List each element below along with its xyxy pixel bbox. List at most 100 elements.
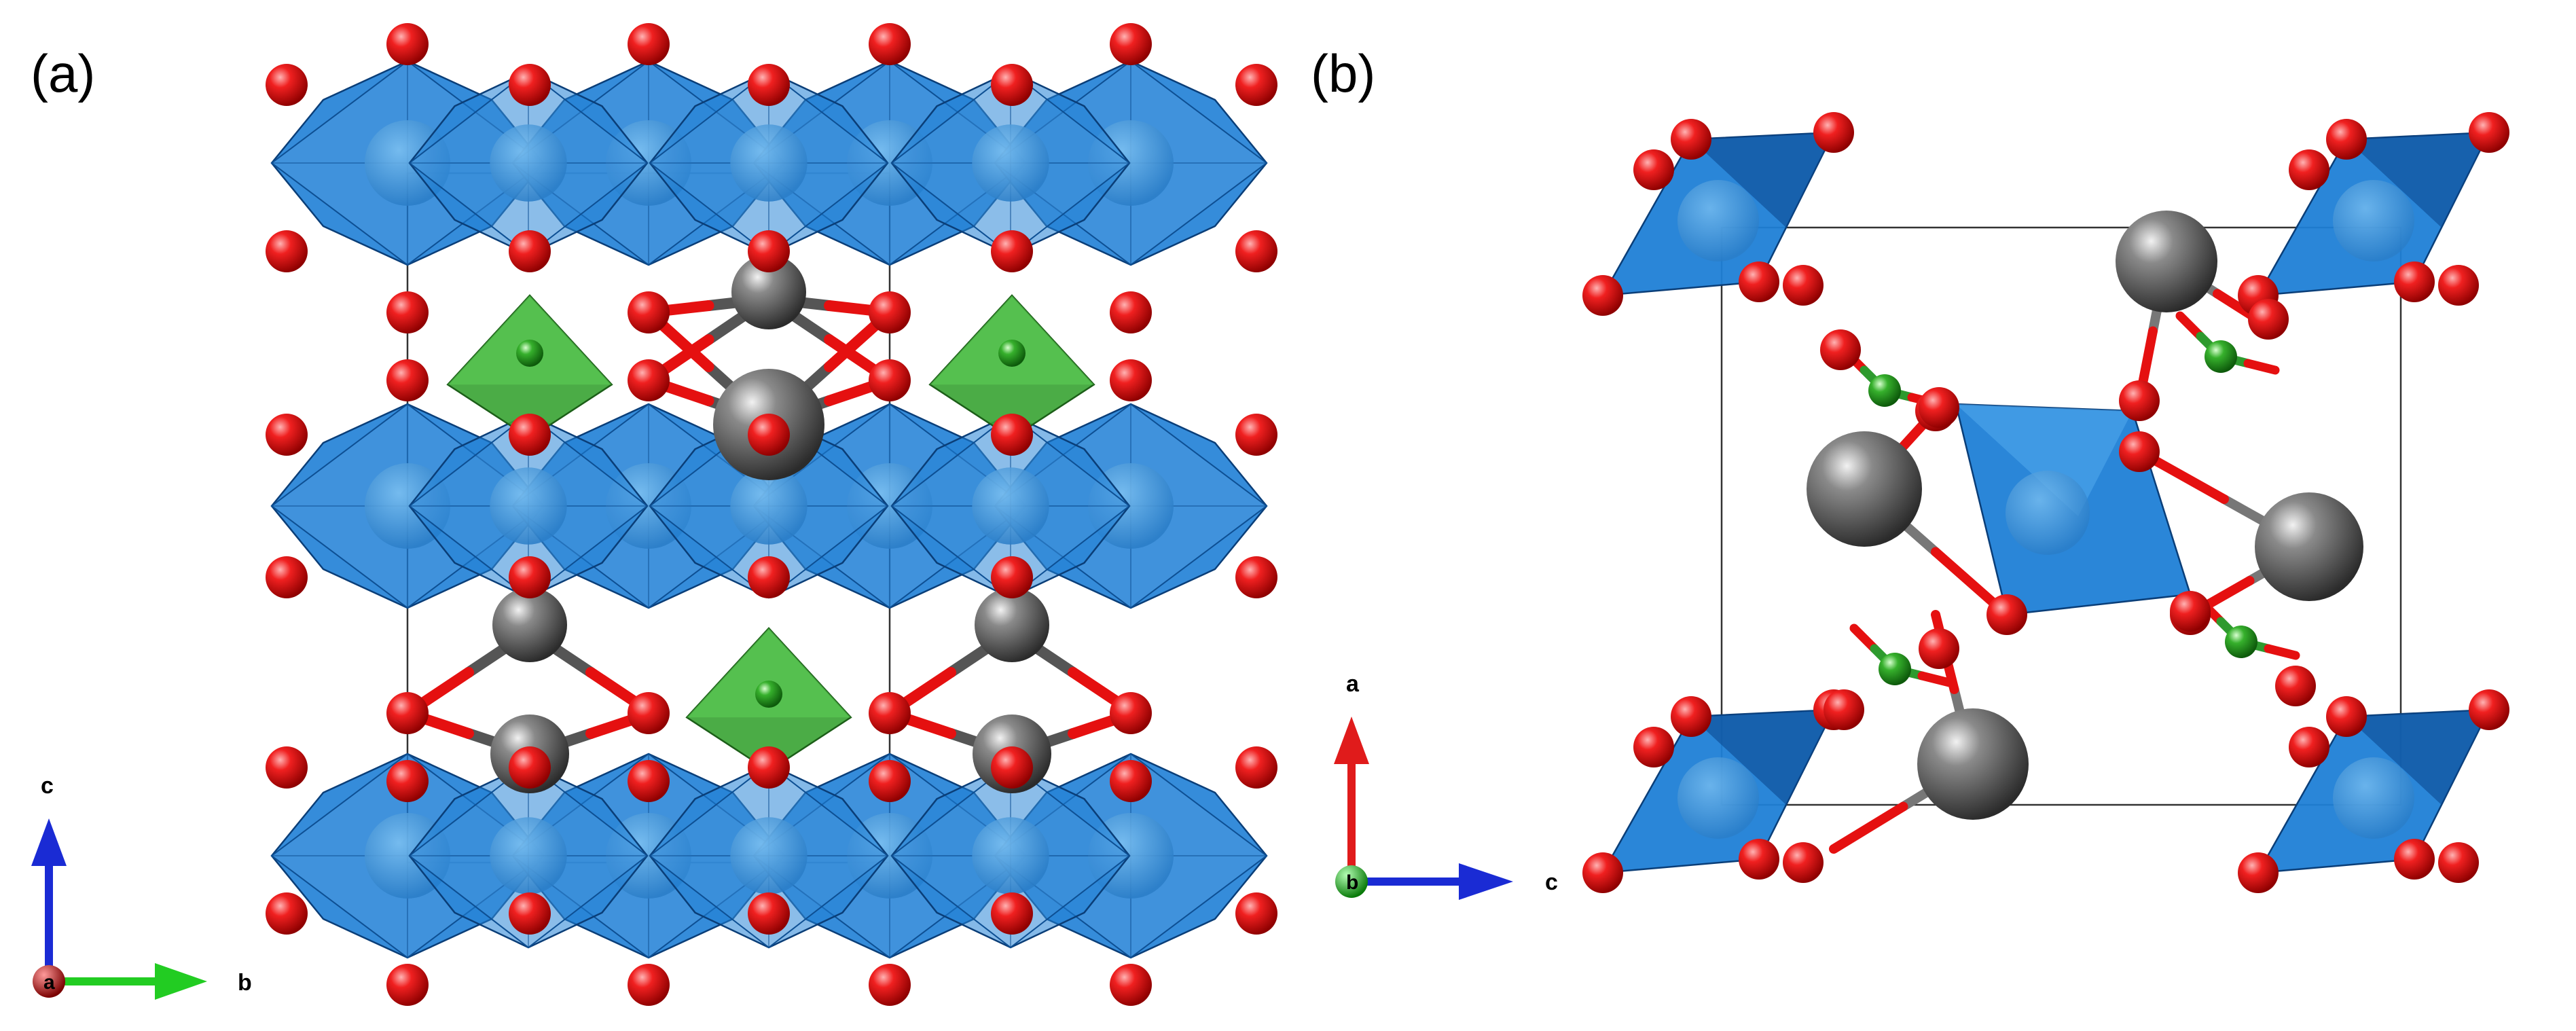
oxygen-atom <box>1783 842 1824 883</box>
oxygen-atom <box>1235 230 1277 272</box>
oxygen-atom <box>2289 727 2329 767</box>
octahedral-center-atom <box>972 467 1049 545</box>
oxygen-atom <box>509 746 551 789</box>
octahedron-face <box>1691 710 1834 805</box>
oxygen-atom <box>748 892 790 935</box>
oxygen-atom <box>1235 414 1277 456</box>
oxygen-atom <box>386 291 429 333</box>
oxygen-atoms-b <box>1582 112 2509 893</box>
grey-cation-atom <box>731 255 806 329</box>
cations-b <box>1807 211 2363 820</box>
oxygen-atom <box>1987 594 2027 635</box>
octahedral-center-atom <box>490 124 567 202</box>
oxygen-atom <box>1110 359 1152 401</box>
oxygen-atom <box>266 892 308 935</box>
oxygen-atom <box>2394 839 2435 880</box>
oxygen-atom <box>869 359 911 401</box>
oxygen-atom <box>266 414 308 456</box>
oxygen-atom <box>1824 689 1864 730</box>
oxygen-atom <box>1235 892 1277 935</box>
octahedral-center-atom <box>2333 180 2414 261</box>
panel-b: (b) a c b <box>1311 43 2509 900</box>
oxygen-atom <box>509 230 551 272</box>
oxygen-atom <box>748 64 790 106</box>
panel-a: (a) c b a <box>31 23 1277 1006</box>
green-cation-atom <box>2205 340 2237 373</box>
oxygen-atom <box>1739 261 1779 302</box>
octahedron-face <box>1691 132 1834 228</box>
oxygen-atom <box>869 964 911 1006</box>
oxygen-atom <box>1110 291 1152 333</box>
oxygen-atom <box>1783 265 1824 306</box>
b-axis-dot-icon <box>1335 865 1368 898</box>
oxygen-atom <box>386 964 429 1006</box>
oxygen-atom <box>2326 119 2367 160</box>
oxygen-atom <box>628 760 670 802</box>
oxygen-atom <box>386 692 429 734</box>
oxygen-atom <box>1235 556 1277 598</box>
oxygen-atom <box>1919 628 1959 669</box>
octahedral-center-atom <box>1677 180 1759 261</box>
oxygen-atom <box>869 760 911 802</box>
c-axis-arrowhead-icon-b <box>1459 863 1513 900</box>
a-axis-arrowhead-icon <box>1334 717 1369 764</box>
panel-a-label: (a) <box>31 43 95 103</box>
green-cation-atom <box>998 340 1026 367</box>
oxygen-atom <box>2289 149 2329 190</box>
oxygen-atom <box>266 556 308 598</box>
oxygen-atom <box>991 556 1033 598</box>
bond <box>2264 644 2300 660</box>
oxygen-atom <box>266 230 308 272</box>
oxygen-atom <box>748 230 790 272</box>
octahedral-center-atom <box>730 467 808 545</box>
green-cation-atom <box>1868 374 1901 407</box>
oxygen-atom <box>1582 852 1623 893</box>
octahedral-center-atom <box>490 817 567 894</box>
bond <box>1849 623 1879 653</box>
c-axis-arrowhead-icon <box>31 818 67 866</box>
oxygen-atom <box>386 23 429 65</box>
green-cation-atom <box>1879 653 1911 685</box>
octahedral-center-atom <box>730 817 808 894</box>
oxygen-atom <box>266 64 308 106</box>
octahedron-face <box>2346 710 2489 805</box>
oxygen-atom <box>748 414 790 456</box>
oxygen-atom <box>1739 839 1779 880</box>
grey-cation-atom <box>975 587 1049 662</box>
octahedron-face <box>1956 404 2133 516</box>
oxygen-atom <box>991 230 1033 272</box>
oxygen-atom <box>2119 380 2160 421</box>
oxygen-atom <box>991 414 1033 456</box>
oxygen-atom <box>869 692 911 734</box>
oxygen-atoms-a <box>266 23 1277 1006</box>
oxygen-atom <box>2438 265 2479 306</box>
oxygen-atom <box>2469 689 2509 730</box>
oxygen-atom <box>1110 23 1152 65</box>
axis-b-up-label: a <box>1346 671 1360 697</box>
oxygen-atom <box>991 64 1033 106</box>
axis-triad-a: c b a <box>31 773 252 1000</box>
oxygen-atom <box>748 746 790 789</box>
oxygen-atom <box>628 291 670 333</box>
octahedral-center-atom <box>490 467 567 545</box>
octahedra-layer-a <box>270 60 1268 959</box>
oxygen-atom <box>628 359 670 401</box>
oxygen-atom <box>1235 746 1277 789</box>
oxygen-atom <box>1820 329 1861 370</box>
oxygen-atom <box>2438 842 2479 883</box>
bond <box>2243 359 2280 375</box>
oxygen-atom <box>2248 299 2289 340</box>
oxygen-atom <box>1671 119 1711 160</box>
a-axis-dot-icon <box>33 965 65 998</box>
green-cation-atom <box>516 340 543 367</box>
octahedral-center-atom <box>730 124 808 202</box>
oxygen-atom <box>2469 112 2509 153</box>
axis-a-out-label: a <box>43 971 55 994</box>
octahedral-center-atom <box>972 817 1049 894</box>
octahedral-center-atom <box>1677 757 1759 839</box>
oxygen-atom <box>1633 149 1674 190</box>
oxygen-atom <box>2238 852 2279 893</box>
axis-triad-b: a c b <box>1334 671 1558 900</box>
axis-b-right-label: c <box>1545 869 1558 895</box>
